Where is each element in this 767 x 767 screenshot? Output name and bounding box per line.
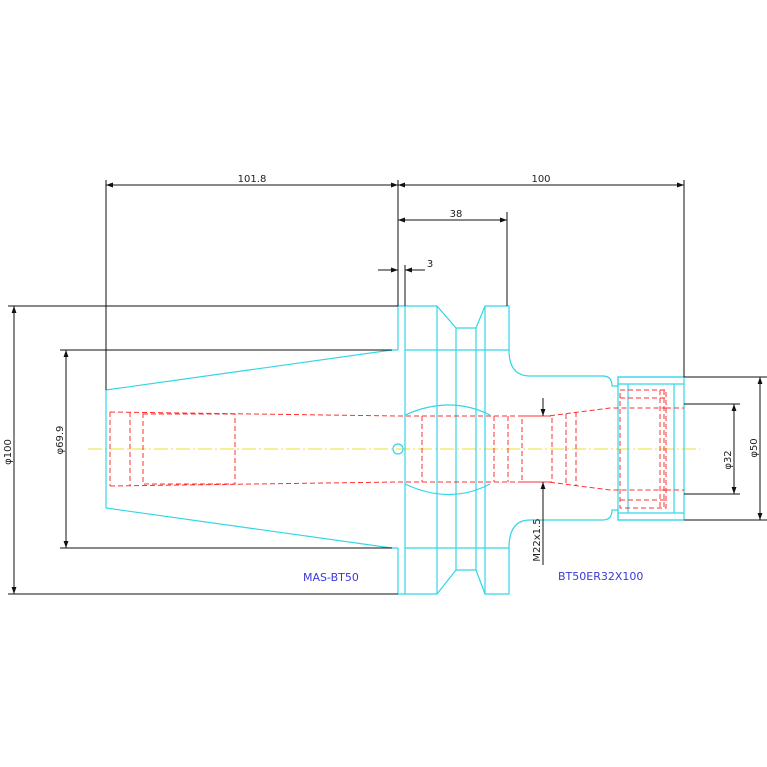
dim-text-flange-offset: 3 bbox=[427, 259, 433, 270]
dim-text-bore-diameter: φ32 bbox=[723, 450, 734, 469]
dim-text-overall-length: 100 bbox=[531, 174, 550, 185]
main-bore bbox=[398, 407, 666, 491]
holder-outline bbox=[105, 305, 685, 595]
dimension-lines bbox=[8, 180, 767, 595]
origin-marker bbox=[392, 443, 404, 455]
neck-profile bbox=[508, 349, 684, 549]
hidden-features bbox=[109, 389, 684, 509]
collet-seat bbox=[619, 389, 667, 509]
pull-stud-thread bbox=[142, 413, 236, 485]
dim-text-thread: M22x1.5 bbox=[532, 518, 543, 561]
dim-text-taper-length: 101.8 bbox=[238, 174, 267, 185]
flange-profile bbox=[397, 305, 510, 595]
dim-text-nut-diameter: φ50 bbox=[749, 438, 760, 457]
taper-bore bbox=[109, 411, 399, 487]
dim-text-taper-diameter: φ69.9 bbox=[55, 426, 66, 455]
label-holder-model: BT50ER32X100 bbox=[558, 570, 643, 583]
bore-arc bbox=[404, 404, 491, 496]
dim-text-flange-diameter: φ100 bbox=[3, 439, 14, 465]
label-shank-standard: MAS-BT50 bbox=[303, 571, 359, 584]
collet-nut bbox=[617, 376, 685, 521]
dim-text-flange-to-shoulder: 38 bbox=[450, 209, 463, 220]
